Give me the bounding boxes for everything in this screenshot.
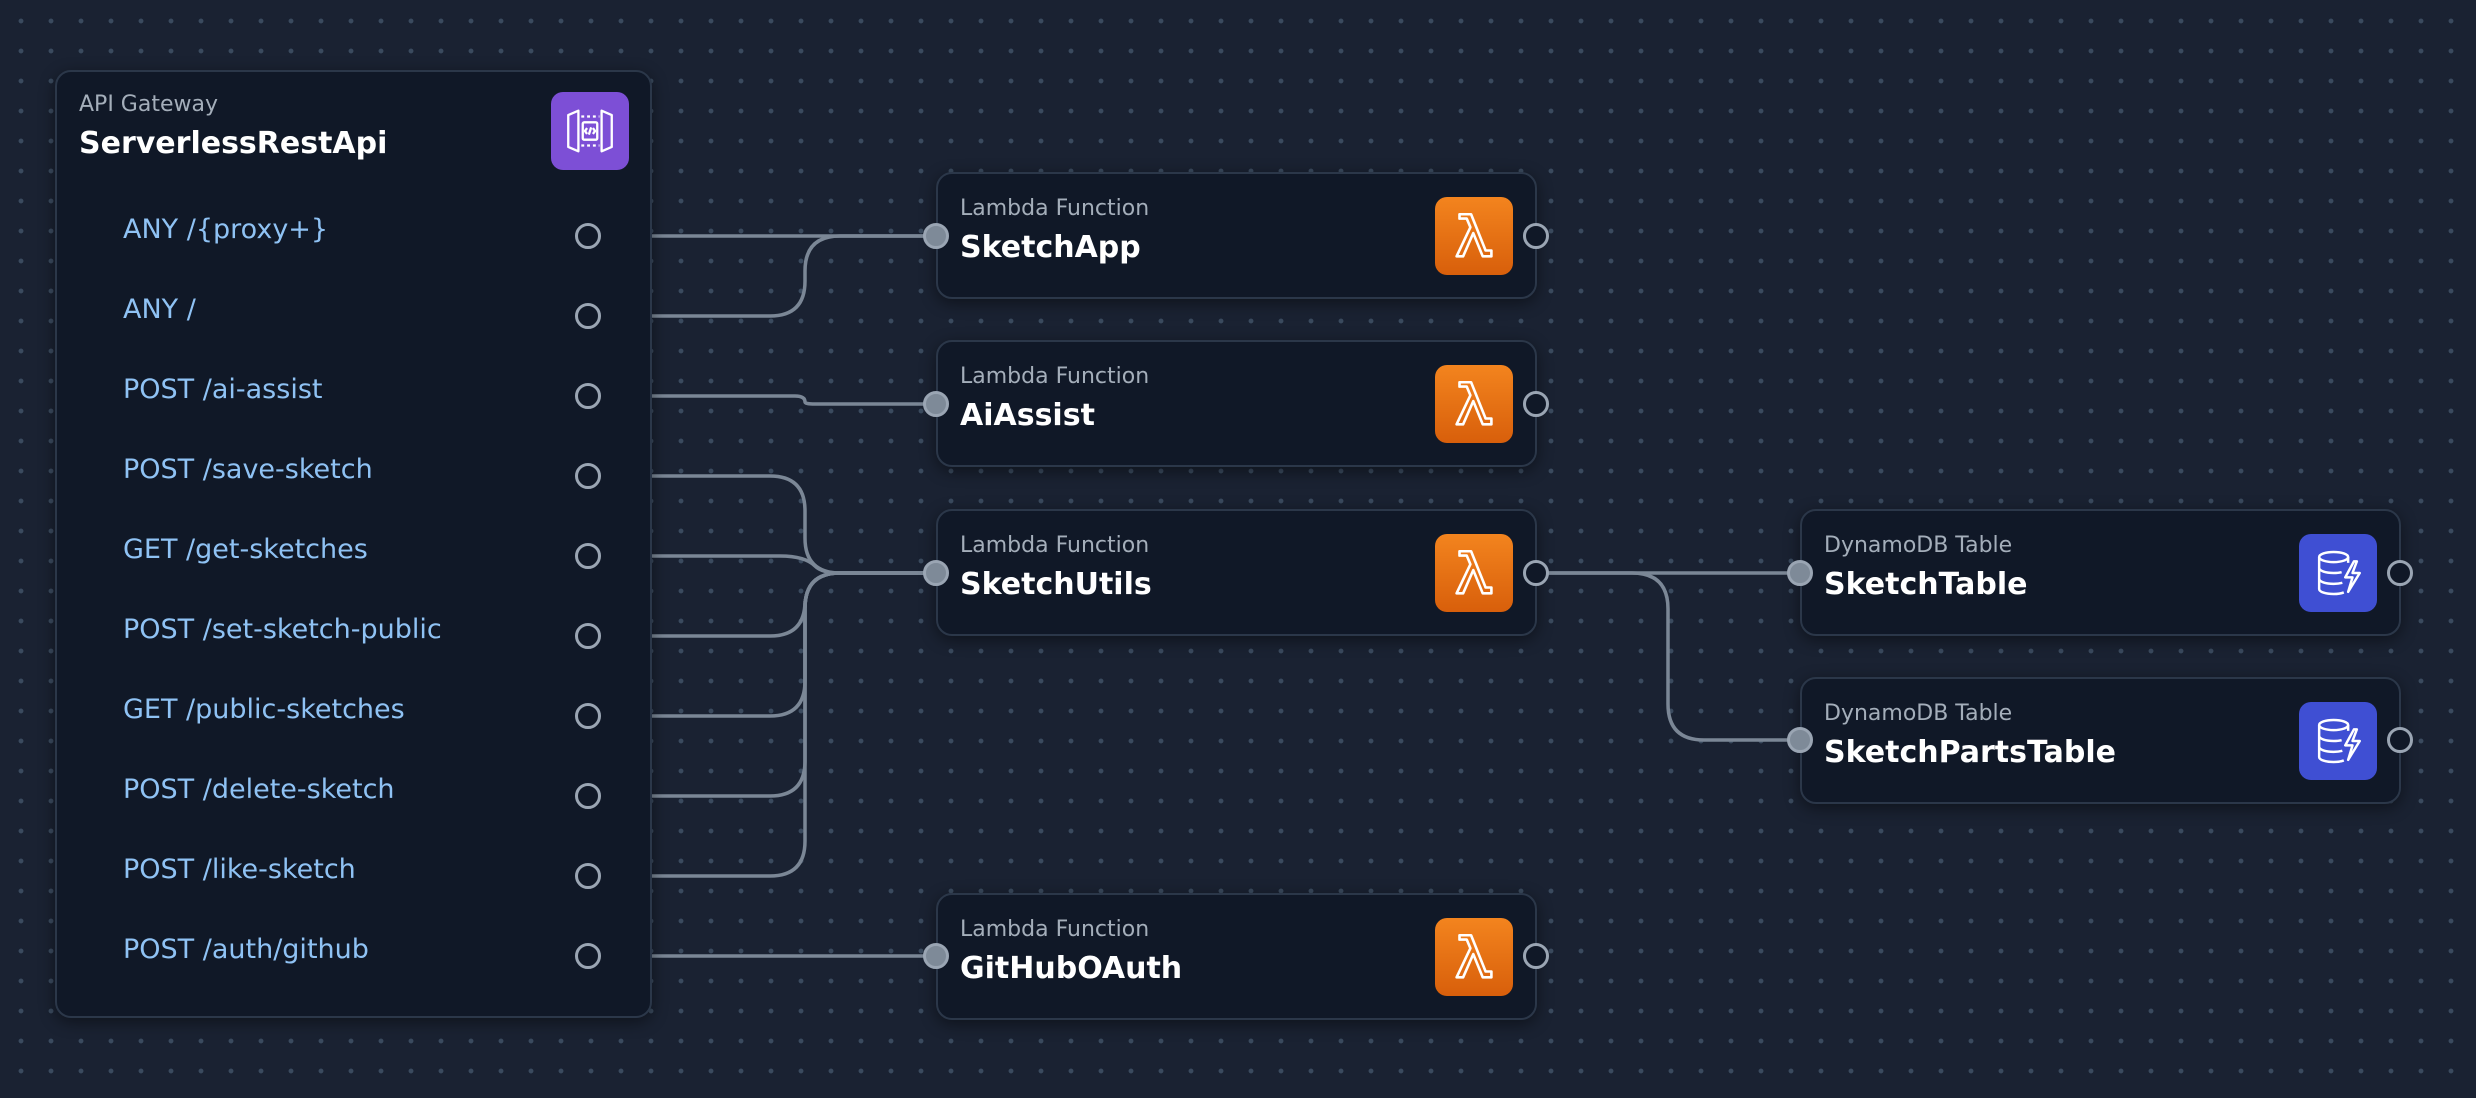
route-post-ai-assist[interactable]: POST /ai-assist bbox=[123, 374, 323, 405]
lambda-card-sketchapp[interactable]: Lambda Function SketchApp bbox=[936, 172, 1537, 299]
route-any-root[interactable]: ANY / bbox=[123, 294, 196, 325]
api-gateway-card[interactable]: API Gateway ServerlessRestApi ANY /{prox… bbox=[55, 70, 652, 1018]
route-post-set-sketch-public[interactable]: POST /set-sketch-public bbox=[123, 614, 442, 645]
route-post-auth-github[interactable]: POST /auth/github bbox=[123, 934, 369, 965]
wire-ai-assist-to-aiassist bbox=[587, 394, 936, 406]
lambda-card-githuboauth[interactable]: Lambda Function GitHubOAuth bbox=[936, 893, 1537, 1020]
lambda-icon bbox=[1435, 365, 1513, 443]
githuboauth-output-port[interactable] bbox=[1523, 943, 1549, 969]
lambda-name: AiAssist bbox=[960, 398, 1095, 433]
lambda-icon bbox=[1435, 534, 1513, 612]
sketchapp-input-port[interactable] bbox=[923, 223, 949, 249]
route-post-delete-sketch[interactable]: POST /delete-sketch bbox=[123, 774, 395, 805]
sketchapp-output-port[interactable] bbox=[1523, 223, 1549, 249]
route-port-post-save-sketch[interactable] bbox=[575, 463, 601, 489]
lambda-icon bbox=[1435, 918, 1513, 996]
lambda-type-label: Lambda Function bbox=[960, 917, 1150, 942]
route-port-post-set-sketch-public[interactable] bbox=[575, 623, 601, 649]
lambda-card-aiassist[interactable]: Lambda Function AiAssist bbox=[936, 340, 1537, 467]
route-port-get-get-sketches[interactable] bbox=[575, 543, 601, 569]
route-port-post-ai-assist[interactable] bbox=[575, 383, 601, 409]
api-gateway-type-label: API Gateway bbox=[79, 92, 218, 117]
dynamodb-icon bbox=[2299, 534, 2377, 612]
sketchtable-input-port[interactable] bbox=[1787, 560, 1813, 586]
githuboauth-input-port[interactable] bbox=[923, 943, 949, 969]
route-port-post-like-sketch[interactable] bbox=[575, 863, 601, 889]
dynamodb-type-label: DynamoDB Table bbox=[1824, 701, 2013, 726]
route-port-post-auth-github[interactable] bbox=[575, 943, 601, 969]
lambda-card-sketchutils[interactable]: Lambda Function SketchUtils bbox=[936, 509, 1537, 636]
dynamodb-name: SketchTable bbox=[1824, 567, 2028, 602]
lambda-name: GitHubOAuth bbox=[960, 951, 1183, 986]
dynamodb-card-sketchpartstable[interactable]: DynamoDB Table SketchPartsTable bbox=[1800, 677, 2401, 804]
route-port-post-delete-sketch[interactable] bbox=[575, 783, 601, 809]
sketchutils-output-port[interactable] bbox=[1523, 560, 1549, 586]
sketchpartstable-input-port[interactable] bbox=[1787, 727, 1813, 753]
route-post-save-sketch[interactable]: POST /save-sketch bbox=[123, 454, 373, 485]
wire-root-to-sketchapp bbox=[587, 234, 936, 318]
aiassist-input-port[interactable] bbox=[923, 391, 949, 417]
sketchpartstable-output-port[interactable] bbox=[2387, 727, 2413, 753]
dynamodb-icon bbox=[2299, 702, 2377, 780]
route-any-proxy[interactable]: ANY /{proxy+} bbox=[123, 214, 329, 245]
lambda-name: SketchUtils bbox=[960, 567, 1152, 602]
lambda-type-label: Lambda Function bbox=[960, 364, 1150, 389]
route-port-any-proxy[interactable] bbox=[575, 223, 601, 249]
lambda-name: SketchApp bbox=[960, 230, 1141, 265]
wire-sketchutils-to-sketchpartstable bbox=[1536, 571, 1800, 742]
api-gateway-name: ServerlessRestApi bbox=[79, 126, 388, 161]
route-port-get-public-sketches[interactable] bbox=[575, 703, 601, 729]
route-get-public-sketches[interactable]: GET /public-sketches bbox=[123, 694, 405, 725]
dynamodb-name: SketchPartsTable bbox=[1824, 735, 2116, 770]
lambda-type-label: Lambda Function bbox=[960, 533, 1150, 558]
route-post-like-sketch[interactable]: POST /like-sketch bbox=[123, 854, 356, 885]
lambda-type-label: Lambda Function bbox=[960, 196, 1150, 221]
aiassist-output-port[interactable] bbox=[1523, 391, 1549, 417]
api-gateway-icon bbox=[551, 92, 629, 170]
sketchutils-input-port[interactable] bbox=[923, 560, 949, 586]
sketchtable-output-port[interactable] bbox=[2387, 560, 2413, 586]
route-get-get-sketches[interactable]: GET /get-sketches bbox=[123, 534, 368, 565]
wire-like-sketch-to-sketchutils bbox=[587, 571, 936, 878]
lambda-icon bbox=[1435, 197, 1513, 275]
dynamodb-card-sketchtable[interactable]: DynamoDB Table SketchTable bbox=[1800, 509, 2401, 636]
route-port-any-root[interactable] bbox=[575, 303, 601, 329]
dynamodb-type-label: DynamoDB Table bbox=[1824, 533, 2013, 558]
